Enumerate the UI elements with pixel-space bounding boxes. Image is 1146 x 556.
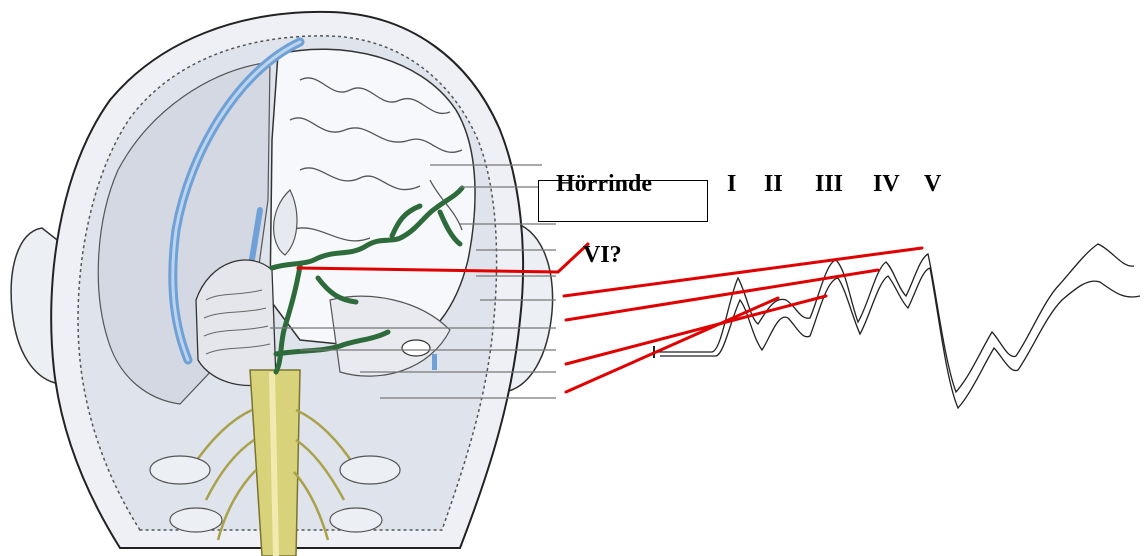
wave-label-v: V (924, 172, 941, 196)
pointer-ii (566, 298, 778, 392)
waveform-trace-2 (660, 268, 1140, 408)
pointer-iii (566, 296, 826, 364)
wave-label-iii: III (815, 172, 843, 196)
auditory-cortex-label: Hörrinde (556, 172, 652, 196)
cerebellum (196, 260, 276, 386)
wave-label-ii: II (764, 172, 783, 196)
wave-label-i: I (727, 172, 736, 196)
small-blue-vessel (432, 354, 437, 370)
waveform-trace-1 (656, 244, 1134, 392)
cochlea (402, 340, 430, 356)
aep-waveforms (654, 244, 1140, 408)
spinal-cord-center (272, 372, 276, 556)
head-illustration (11, 12, 556, 556)
wave-label-iv: IV (873, 172, 900, 196)
wave-label-vi: VI? (583, 243, 622, 267)
pointer-iv (566, 270, 878, 320)
